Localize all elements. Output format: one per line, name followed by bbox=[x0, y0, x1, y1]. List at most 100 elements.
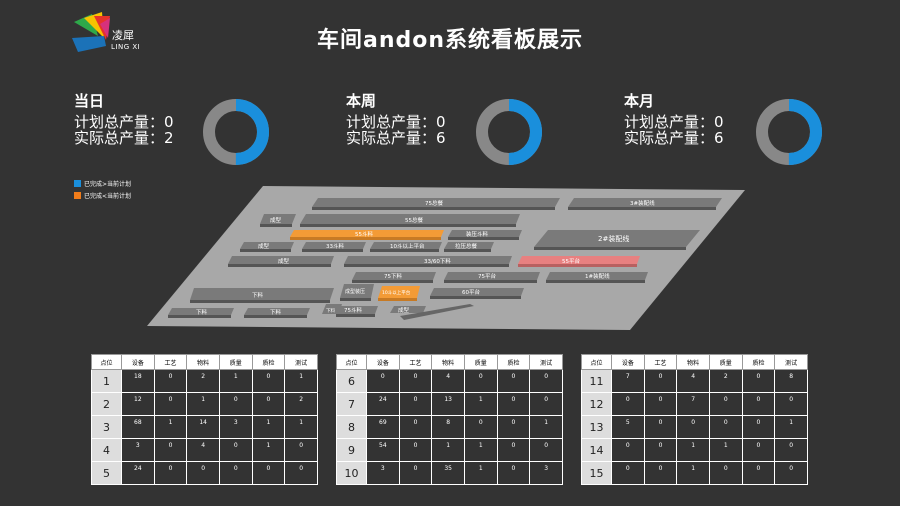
zone-2-assembly[interactable]: 2#装配线 bbox=[534, 230, 700, 250]
zone-55-hopper[interactable]: 55斗料 bbox=[290, 230, 444, 240]
zone-label: 下料 bbox=[196, 308, 208, 316]
zone-chengxing-yazhuang[interactable]: 成型装压 bbox=[340, 284, 374, 301]
table-cell: 18 bbox=[121, 369, 155, 393]
table-cell: 0 bbox=[774, 438, 808, 462]
zone-chengxing-3[interactable]: 成型 bbox=[228, 256, 334, 267]
zone-xialiao-2[interactable]: 下料 bbox=[244, 308, 310, 318]
table-cell: 0 bbox=[643, 369, 678, 393]
table-cell: 1 bbox=[463, 461, 498, 485]
zone-75-hopper[interactable]: 75斗料 bbox=[336, 306, 378, 317]
table-cell: 1 bbox=[153, 415, 188, 439]
donut-week-done bbox=[476, 99, 542, 165]
zone-label: 55斗料 bbox=[355, 230, 373, 238]
table-cell: 0 bbox=[398, 438, 433, 462]
legend-label: 已完成>当前计划 bbox=[84, 181, 132, 188]
stat-week-actual: 实际总产量：6 bbox=[346, 129, 446, 147]
header-test: 测试 bbox=[774, 354, 808, 370]
header-inspection: 质检 bbox=[741, 354, 776, 370]
zone-xialiao-3[interactable]: 下料 bbox=[322, 304, 342, 314]
table-cell: 5 bbox=[611, 415, 645, 439]
zone-chengxing-5[interactable]: 成型 bbox=[390, 306, 426, 314]
header-material: 物料 bbox=[186, 354, 220, 370]
logo-subtitle: LING XI bbox=[111, 43, 141, 51]
table-cell: 1 bbox=[186, 392, 220, 416]
table-cell: 7 bbox=[611, 369, 645, 393]
point-number: 15 bbox=[581, 461, 612, 485]
zone-label: 成型 bbox=[278, 257, 290, 265]
zone-55-main[interactable]: 55总餐 bbox=[300, 214, 520, 227]
zone-10-platform[interactable]: 10斗以上平台 bbox=[370, 242, 442, 252]
donut-today bbox=[203, 99, 269, 165]
zone-3-assembly[interactable]: 3#装配线 bbox=[568, 198, 722, 210]
zone-chengxing-2[interactable]: 成型 bbox=[240, 242, 294, 252]
zone-label: 成型装压 bbox=[345, 288, 365, 295]
stat-today: 当日 计划总产量：0 实际总产量：2 bbox=[74, 90, 174, 146]
point-number: 12 bbox=[581, 392, 612, 416]
stat-month-plan: 计划总产量：0 bbox=[624, 113, 724, 131]
table-cell: 0 bbox=[708, 415, 743, 439]
legend-label: 已完成<当前计划 bbox=[84, 193, 132, 200]
header-material: 物料 bbox=[676, 354, 710, 370]
zone-lashu-zong[interactable]: 拉压总餐 bbox=[444, 242, 494, 252]
table-cell: 0 bbox=[463, 369, 498, 393]
table-cell: 0 bbox=[643, 392, 678, 416]
zone-60-platform[interactable]: 60平台 bbox=[430, 288, 524, 299]
zone-10-platform-b[interactable]: 10斗以上平台 bbox=[378, 286, 420, 301]
table-cell: 24 bbox=[366, 392, 400, 416]
point-number: 10 bbox=[336, 461, 367, 485]
table-cell: 12 bbox=[121, 392, 155, 416]
zone-55-platform[interactable]: 55平台 bbox=[518, 256, 640, 267]
zone-33-hopper[interactable]: 33斗料 bbox=[302, 242, 366, 252]
zone-chengxing-1[interactable]: 成型 bbox=[260, 214, 296, 227]
table-cell: 8 bbox=[431, 415, 465, 439]
zone-75-xialiao[interactable]: 75下料 bbox=[352, 272, 436, 283]
header-process: 工艺 bbox=[398, 354, 433, 370]
zone-label: 成型 bbox=[270, 216, 282, 224]
point-number: 4 bbox=[91, 438, 122, 462]
header-point: 点位 bbox=[91, 354, 122, 370]
zone-xialiao-main[interactable]: 下料 bbox=[190, 288, 334, 303]
table-cell: 0 bbox=[398, 392, 433, 416]
header-test: 测试 bbox=[284, 354, 318, 370]
zone-label: 60平台 bbox=[462, 288, 480, 296]
table-cell: 68 bbox=[121, 415, 155, 439]
table-cell: 0 bbox=[398, 415, 433, 439]
header-material: 物料 bbox=[431, 354, 465, 370]
table-cell: 54 bbox=[366, 438, 400, 462]
table-cell: 0 bbox=[398, 461, 433, 485]
zone-fengge-55[interactable]: 装压斗料 bbox=[448, 230, 522, 240]
header-process: 工艺 bbox=[153, 354, 188, 370]
table-cell: 1 bbox=[676, 438, 710, 462]
table-cell: 0 bbox=[611, 392, 645, 416]
table-cell: 69 bbox=[366, 415, 400, 439]
table-cell: 0 bbox=[218, 392, 253, 416]
table-cell: 0 bbox=[496, 392, 531, 416]
zone-label: 10斗以上平台 bbox=[390, 242, 425, 250]
header-inspection: 质检 bbox=[251, 354, 286, 370]
point-number: 9 bbox=[336, 438, 367, 462]
table-cell: 8 bbox=[774, 369, 808, 393]
zone-1-assembly[interactable]: 1#装配线 bbox=[546, 272, 648, 283]
table-cell: 1 bbox=[431, 438, 465, 462]
table-cell: 0 bbox=[643, 461, 678, 485]
zone-label: 拉压总餐 bbox=[455, 242, 478, 250]
zone-xialiao-1[interactable]: 下料 bbox=[168, 308, 234, 318]
zone-33-60[interactable]: 33/60下料 bbox=[344, 256, 512, 267]
zone-75-platform[interactable]: 75平台 bbox=[444, 272, 540, 283]
zone-75-top[interactable]: 75总餐 bbox=[312, 198, 560, 210]
